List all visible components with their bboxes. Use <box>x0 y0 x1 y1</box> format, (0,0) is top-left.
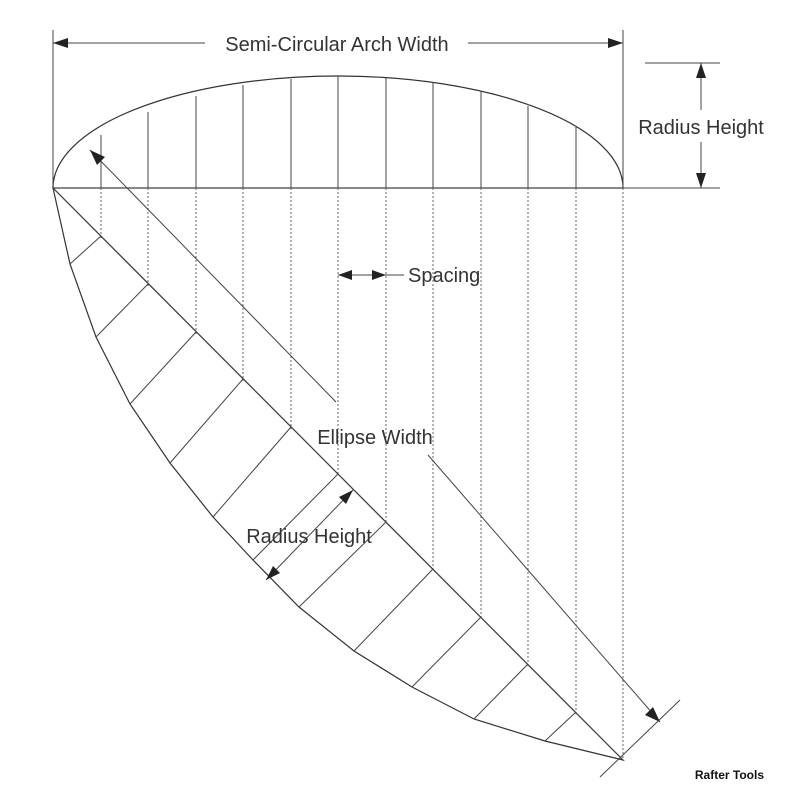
radius-height-dimension <box>623 62 720 189</box>
projection-lines <box>100 188 624 760</box>
arch-divisions <box>100 76 577 188</box>
ellipse-width-label: Ellipse Width <box>317 427 433 449</box>
arch-width-label: Semi-Circular Arch Width <box>225 34 448 56</box>
arch-shape <box>52 75 624 189</box>
ellipse-width-dimension <box>89 149 681 778</box>
ellipse-radius-label: Radius Height <box>246 526 372 548</box>
radius-height-label: Radius Height <box>638 117 764 139</box>
spacing-dimension <box>338 270 404 280</box>
ellipse-radius-dimension <box>265 489 354 581</box>
credit-text: Rafter Tools <box>695 768 764 782</box>
ellipse-shape <box>51 186 625 762</box>
ellipse-divisions <box>69 235 577 742</box>
arch-width-dimension <box>52 30 624 188</box>
spacing-label: Spacing <box>408 265 480 287</box>
